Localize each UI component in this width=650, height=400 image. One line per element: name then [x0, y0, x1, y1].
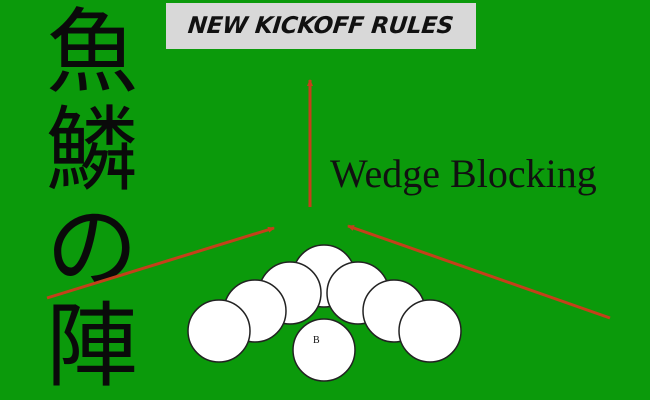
- title-banner: NEW KICKOFF RULES: [166, 3, 476, 49]
- kanji-char: 鱗: [45, 97, 138, 204]
- vertical-kanji-title: 魚 鱗 の 陣: [36, 4, 148, 396]
- diagram-label: Wedge Blocking: [330, 151, 597, 196]
- player-circle-b: [292, 318, 356, 382]
- kanji-char: 魚: [45, 0, 138, 106]
- arrow-right: [347, 224, 611, 320]
- player-label: B: [313, 335, 320, 346]
- kanji-char: の: [45, 195, 138, 302]
- arrow-left: [46, 226, 275, 300]
- player-circle: [398, 299, 462, 363]
- player-formation: B: [187, 244, 462, 382]
- kanji-char: 陣: [45, 293, 138, 400]
- player-circle: [187, 299, 251, 363]
